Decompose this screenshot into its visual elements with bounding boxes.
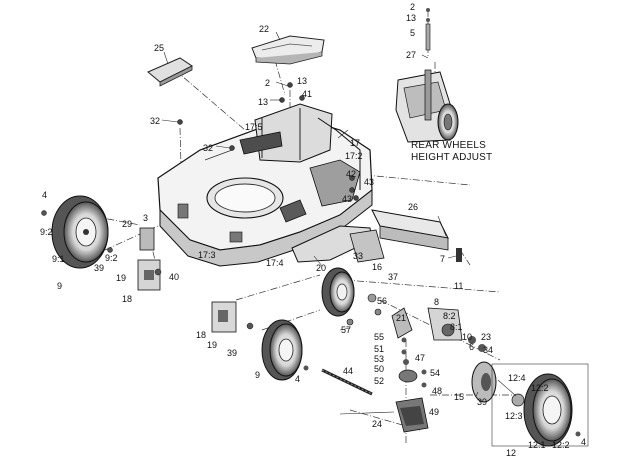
callout-label: 40 — [169, 272, 180, 282]
callout-label: 54 — [430, 368, 441, 378]
callout-label: 8:2 — [443, 311, 456, 321]
callout-label: 51 — [374, 344, 385, 354]
callout-label: 9 — [57, 281, 63, 291]
callout-label: 13 — [258, 97, 269, 107]
callout-label: 12:2 — [552, 440, 570, 450]
callout-label: 5 — [410, 28, 416, 38]
callout-label: 47 — [415, 353, 426, 363]
drive-gear-part — [471, 361, 497, 403]
callout-label: 39 — [227, 348, 238, 358]
callout-label: 8 — [434, 297, 440, 307]
callout-label: 17:2 — [345, 151, 363, 161]
callout-label: 12:3 — [505, 411, 523, 421]
height-adjust-inset — [395, 8, 459, 143]
gearbox-parts — [391, 307, 486, 433]
callout-label: 21 — [396, 313, 407, 323]
callout-label: 13 — [297, 76, 308, 86]
callout-label: 9:2 — [105, 253, 118, 263]
callout-label: 33 — [353, 251, 364, 261]
callout-label: 4 — [42, 190, 48, 200]
rear-wheels-caption-line1: REAR WHEELS — [411, 140, 486, 151]
callout-label: 2 — [265, 78, 271, 88]
callout-label: 16 — [372, 262, 383, 272]
callout-label: 29 — [122, 219, 133, 229]
rear-baffle-part — [371, 209, 462, 262]
chute-part — [291, 225, 385, 263]
callout-label: 18 — [122, 294, 133, 304]
callout-label: 10 — [462, 332, 473, 342]
deck-housing — [157, 103, 373, 267]
callout-label: 32 — [203, 143, 214, 153]
callout-label: 44 — [343, 366, 354, 376]
callout-label: 2 — [410, 2, 416, 12]
callout-label: 7 — [440, 254, 446, 264]
callout-label: 6 — [469, 342, 475, 352]
callout-label: 12 — [506, 448, 517, 458]
callout-label: 39 — [477, 397, 488, 407]
callout-label: 52 — [374, 376, 385, 386]
callout-label: 24 — [372, 419, 383, 429]
callout-label: 20 — [316, 263, 327, 273]
callout-label: 8:1 — [450, 322, 463, 332]
callout-label: 22 — [259, 24, 270, 34]
left-height-bracket — [41, 210, 162, 291]
left-rear-bracket — [211, 301, 254, 333]
handle-cover-part — [147, 57, 193, 87]
drive-wheel-center — [321, 267, 382, 326]
callout-label: 9 — [255, 370, 261, 380]
callout-label: 9:1 — [52, 254, 65, 264]
callout-label: 53 — [374, 354, 385, 364]
callout-label: 37 — [388, 272, 399, 282]
callout-label: 11 — [454, 281, 464, 291]
callout-label: 17:4 — [266, 258, 284, 268]
rear-wheels-caption-line2: HEIGHT ADJUST — [411, 152, 493, 163]
callout-label: 17:3 — [198, 250, 216, 260]
callout-label: 50 — [374, 364, 385, 374]
callout-label: 9:2 — [40, 227, 53, 237]
callout-label: 43 — [364, 177, 375, 187]
callout-label: 17 — [350, 138, 361, 148]
callout-label: 41 — [302, 89, 313, 99]
rear-wheel-right — [511, 373, 581, 447]
callout-label: 34 — [483, 345, 494, 355]
leader-lines — [161, 31, 517, 415]
callout-label: 25 — [154, 43, 165, 53]
callout-label: 3 — [143, 213, 149, 223]
callout-label: 19 — [116, 273, 127, 283]
callout-label: 4 — [581, 437, 587, 447]
callout-label: 42 — [346, 169, 357, 179]
callout-label: 13 — [406, 13, 417, 23]
callout-label: 32 — [150, 116, 161, 126]
callout-label: 4 — [295, 374, 301, 384]
callout-label: 57 — [341, 325, 352, 335]
callout-label: 18 — [196, 330, 207, 340]
callout-label: 23 — [481, 332, 492, 342]
callout-label: 12:2 — [531, 383, 549, 393]
rear-wheel-frame — [491, 363, 589, 447]
callout-label: 43 — [342, 194, 353, 204]
callout-label: 48 — [432, 386, 443, 396]
callout-label: 26 — [408, 202, 419, 212]
callout-label: 12:4 — [508, 373, 526, 383]
callout-label: 56 — [377, 296, 388, 306]
callout-label: 27 — [406, 50, 417, 60]
callout-label: 19 — [207, 340, 218, 350]
callout-label: 55 — [374, 332, 385, 342]
callout-label: 12:1 — [528, 440, 546, 450]
callout-label: 49 — [429, 407, 440, 417]
callout-label: 39 — [94, 263, 105, 273]
drive-shaft-part — [321, 368, 373, 396]
callout-label: 15 — [454, 392, 465, 402]
front-wheel-left — [51, 195, 109, 269]
callout-label: 17:5 — [245, 122, 263, 132]
top-cover-part — [251, 35, 325, 65]
rear-wheel-left — [261, 319, 309, 381]
